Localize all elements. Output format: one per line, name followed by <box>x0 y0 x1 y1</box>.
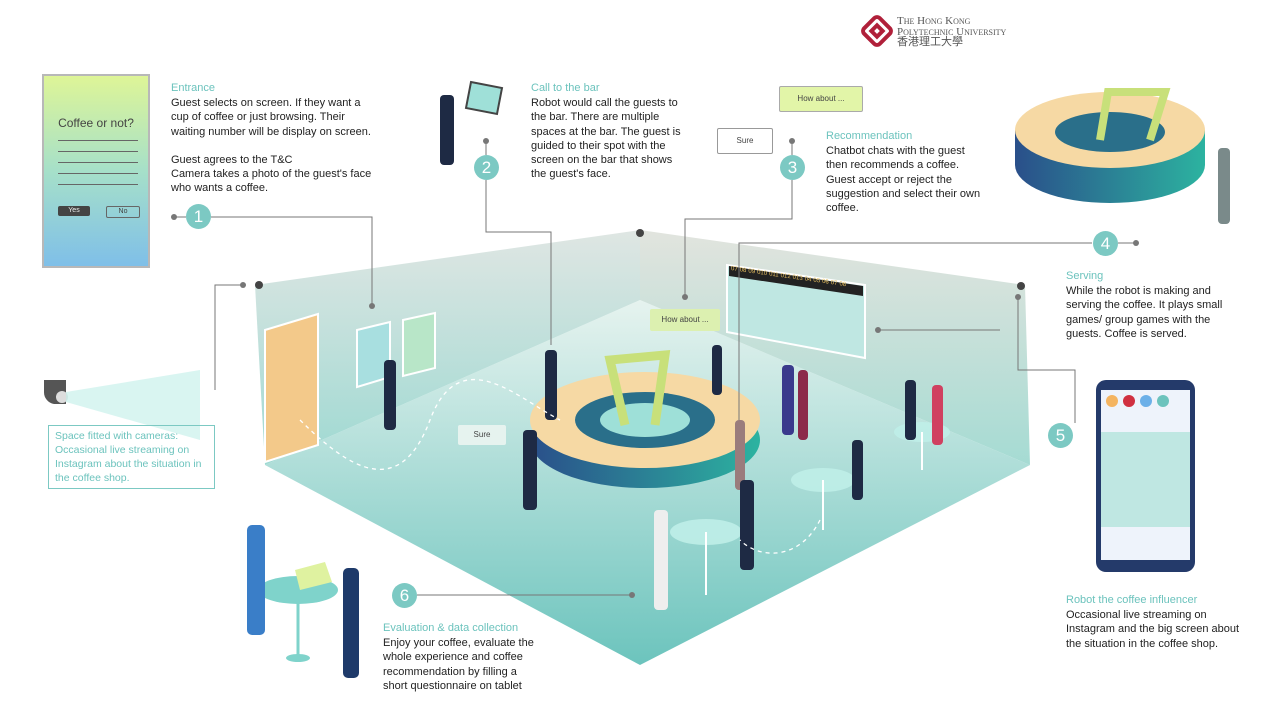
door <box>264 312 319 464</box>
step-text: Enjoy your coffee, evaluate the whole ex… <box>383 637 534 692</box>
step-evaluation: Evaluation & data collection Enjoy your … <box>383 621 543 693</box>
step-title: Recommendation <box>826 130 913 142</box>
polyu-logo-mark <box>861 15 893 47</box>
queue-number: 05 <box>813 277 821 285</box>
step-title: Evaluation & data collection <box>383 622 519 634</box>
step-text: Guest selects on screen. If they want a … <box>171 97 372 195</box>
tablet-icon <box>464 80 504 116</box>
kiosk-question: Coffee or not? <box>58 116 134 130</box>
queue-number: 08 <box>839 281 847 289</box>
step-call-to-bar: Call to the bar Robot would call the gue… <box>531 81 681 181</box>
queue-number: 09 <box>748 268 756 276</box>
step-number-2: 2 <box>474 155 499 180</box>
step-title: Call to the bar <box>531 82 600 94</box>
step-text: Occasional live streaming on Instagram a… <box>1066 609 1240 650</box>
step-text: While the robot is making and serving th… <box>1066 285 1223 340</box>
speech-bubble-sure: Sure <box>717 128 773 154</box>
no-button[interactable]: No <box>106 206 140 218</box>
queue-number: 013 <box>792 274 803 283</box>
step-title: Robot the coffee influencer <box>1066 594 1198 606</box>
queue-number: 011 <box>769 271 779 279</box>
window <box>402 311 436 378</box>
queue-number: 010 <box>757 269 768 278</box>
step-number-3: 3 <box>780 155 805 180</box>
step-text: Chatbot chats with the guest then recomm… <box>826 145 981 215</box>
left-wall <box>255 230 640 465</box>
logo-line-1: The Hong Kong <box>897 15 971 27</box>
people <box>247 95 1230 678</box>
yes-button[interactable]: Yes <box>58 206 90 216</box>
queue-number: 08 <box>739 267 747 275</box>
queue-number: 012 <box>780 272 791 281</box>
step-entrance: Entrance Guest selects on screen. If the… <box>171 81 376 196</box>
speech-bubble-how-about: How about ... <box>779 86 863 112</box>
queue-number: 07 <box>731 266 738 273</box>
camera-note: Space fitted with cameras: Occasional li… <box>48 425 215 489</box>
queue-number: 06 <box>822 278 829 286</box>
step-number-4: 4 <box>1093 231 1118 256</box>
step-serving: Serving While the robot is making and se… <box>1066 269 1231 341</box>
step-title: Serving <box>1066 270 1104 282</box>
step-number-5: 5 <box>1048 423 1073 448</box>
step-number-1: 1 <box>186 204 211 229</box>
step-text: Robot would call the guests to the bar. … <box>531 97 681 181</box>
step-influencer: Robot the coffee influencer Occasional l… <box>1066 593 1241 651</box>
step-title: Entrance <box>171 82 216 94</box>
kiosk-screen: Coffee or not? Yes No <box>42 74 150 268</box>
step-number-6: 6 <box>392 583 417 608</box>
logo-line-2: Polytechnic University <box>897 25 1007 38</box>
speech-bubble-how-about-scene: How about ... <box>650 309 720 331</box>
queue-number: 07 <box>830 280 838 287</box>
speech-bubble-sure-scene: Sure <box>458 425 506 445</box>
step-recommendation: Recommendation Chatbot chats with the gu… <box>826 129 981 215</box>
queue-number: 04 <box>804 276 812 284</box>
logo-line-3: 香港理工大學 <box>897 36 963 48</box>
